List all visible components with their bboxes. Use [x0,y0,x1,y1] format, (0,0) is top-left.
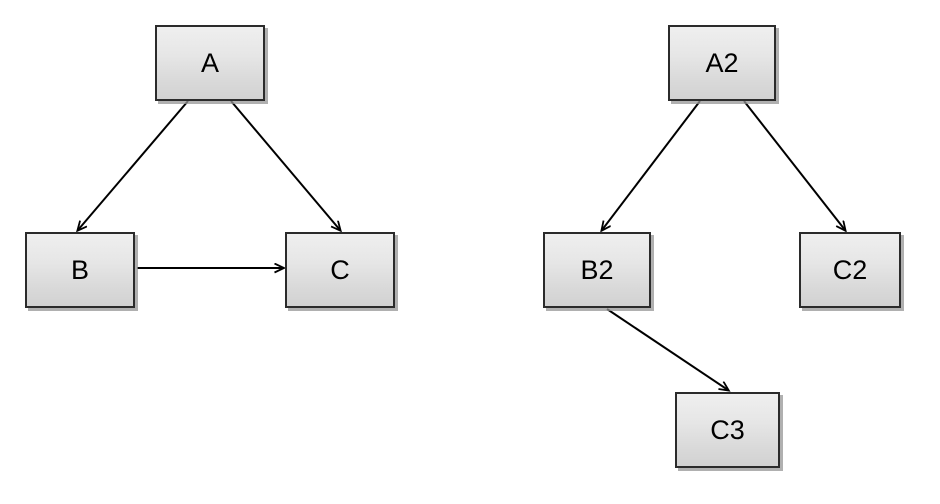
node-label-b2: B2 [580,254,614,285]
edge-a-to-c [230,100,340,230]
node-c[interactable]: C [285,232,395,308]
node-label-c2: C2 [832,254,868,285]
node-label-c3: C3 [710,414,745,445]
node-b2[interactable]: B2 [543,232,651,308]
node-label-a: A [200,47,219,78]
node-label-c: C [330,254,350,285]
edges-group [78,100,845,390]
node-label-a2: A2 [705,47,739,78]
node-c2[interactable]: C2 [799,232,901,308]
node-a[interactable]: A [155,25,265,101]
edge-a-to-b [78,100,189,230]
edge-a2-to-c2 [743,100,845,230]
node-label-b: B [70,254,89,285]
node-c3[interactable]: C3 [675,392,780,468]
edge-b2-to-c3 [606,308,728,390]
edge-a2-to-b2 [602,100,701,230]
node-a2[interactable]: A2 [668,25,776,101]
node-b[interactable]: B [25,232,135,308]
